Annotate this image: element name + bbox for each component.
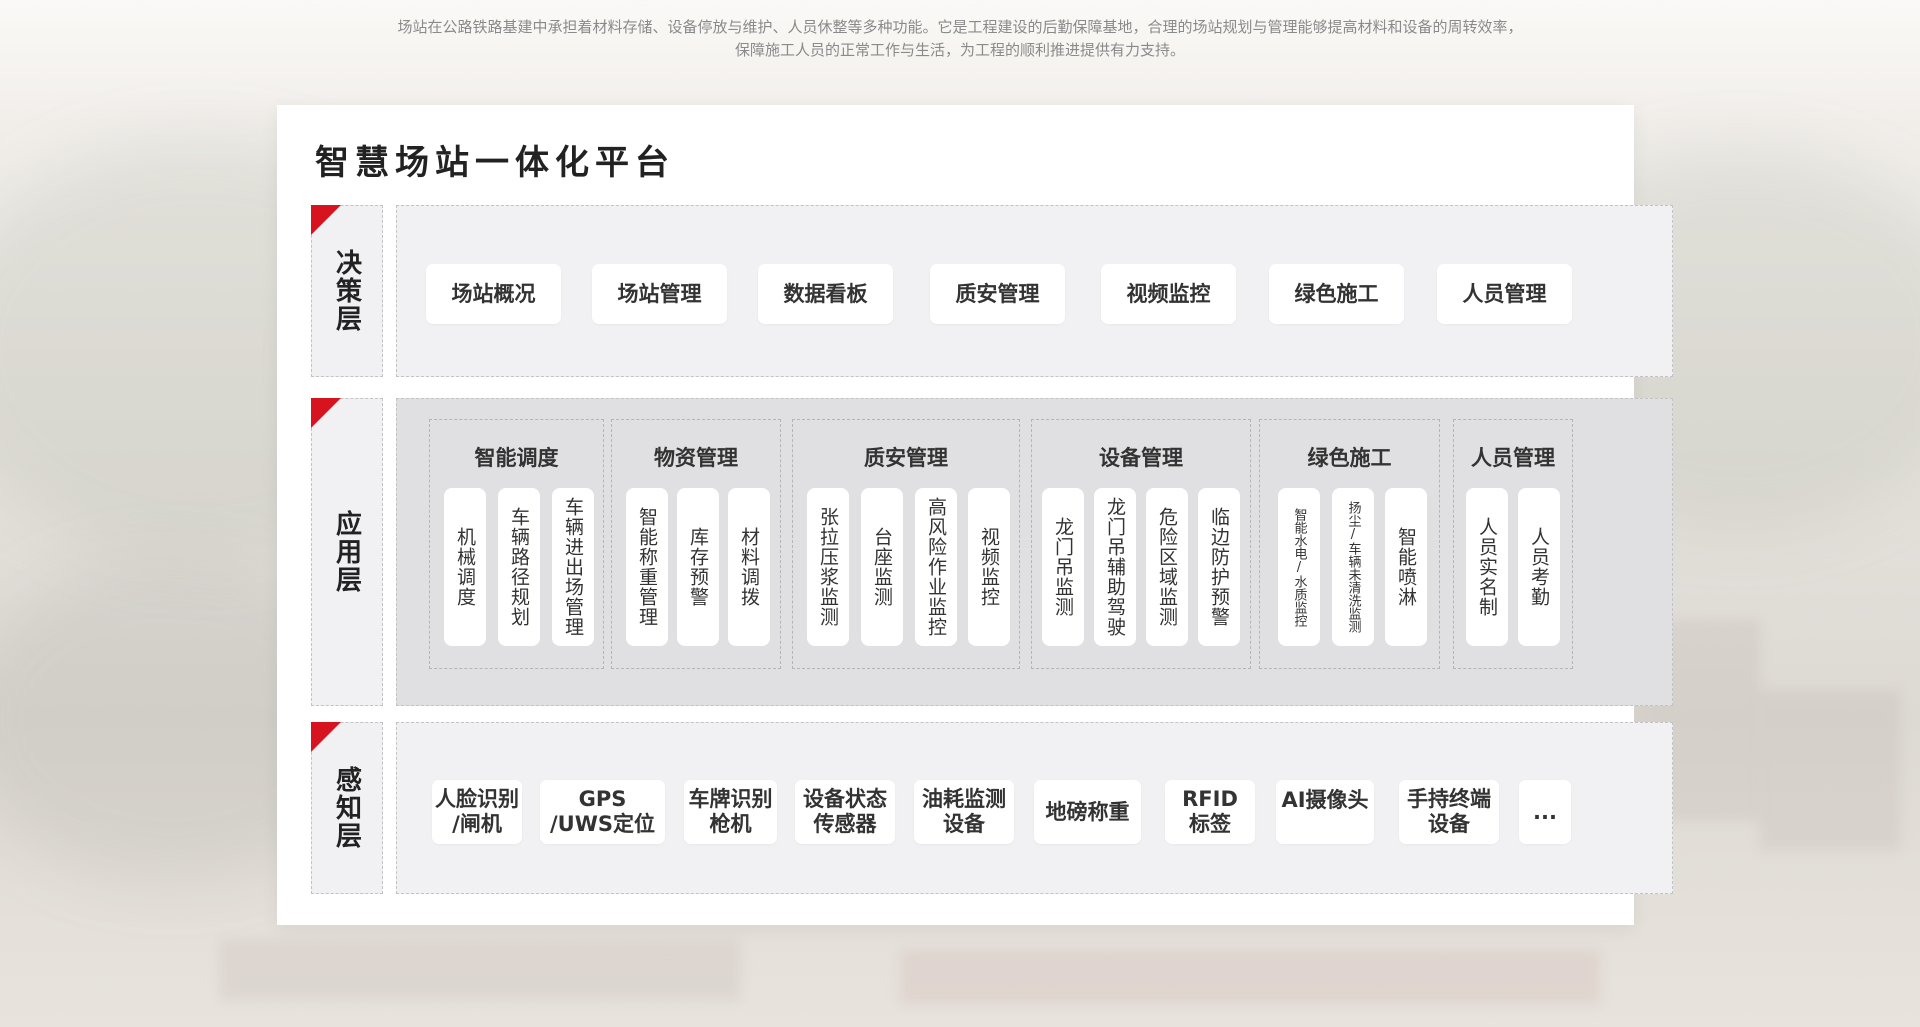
app-item[interactable]: 人员实名制 xyxy=(1466,488,1508,646)
app-item[interactable]: 张拉压浆监测 xyxy=(807,488,849,646)
corner-flag-icon xyxy=(311,205,341,235)
platform-panel: 智慧场站一体化平台 决策层 场站概况 场站管理 数据看板 质安管理 视频监控 绿… xyxy=(277,105,1673,925)
app-item[interactable]: 高风险作业监控 xyxy=(915,488,957,646)
corner-flag-icon xyxy=(311,722,341,752)
decision-item[interactable]: 绿色施工 xyxy=(1269,264,1404,324)
application-layer-label: 应用层 xyxy=(331,510,362,594)
application-layer: 智能调度 机械调度 车辆路径规划 车辆进出场管理 物资管理 智能称重管理 库存预… xyxy=(396,398,1673,706)
decision-layer: 场站概况 场站管理 数据看板 质安管理 视频监控 绿色施工 人员管理 xyxy=(396,205,1673,377)
intro-line-2: 保障施工人员的正常工作与生活，为工程的顺利推进提供有力支持。 xyxy=(734,41,1185,59)
app-item[interactable]: 龙门吊辅助驾驶 xyxy=(1094,488,1136,646)
intro-line-1: 场站在公路铁路基建中承担着材料存储、设备停放与维护、人员休整等多种功能。它是工程… xyxy=(397,18,1523,36)
sensor-item[interactable]: 手持终端设备 xyxy=(1399,780,1499,844)
app-item[interactable]: 人员考勤 xyxy=(1518,488,1560,646)
app-item[interactable]: 车辆路径规划 xyxy=(498,488,540,646)
app-item[interactable]: 库存预警 xyxy=(677,488,719,646)
sensor-item[interactable]: 车牌识别枪机 xyxy=(684,780,777,844)
app-item[interactable]: 智能称重管理 xyxy=(626,488,668,646)
app-item[interactable]: 智能水电/水质监控 xyxy=(1278,488,1320,646)
app-item[interactable]: 台座监测 xyxy=(861,488,903,646)
decision-item[interactable]: 人员管理 xyxy=(1437,264,1572,324)
app-item[interactable]: 危险区域监测 xyxy=(1146,488,1188,646)
app-item[interactable]: 视频监控 xyxy=(968,488,1010,646)
sensor-item[interactable]: 地磅称重 xyxy=(1034,780,1141,844)
decision-item[interactable]: 场站概况 xyxy=(426,264,561,324)
app-item[interactable]: 车辆进出场管理 xyxy=(552,488,594,646)
intro-text: 场站在公路铁路基建中承担着材料存储、设备停放与维护、人员休整等多种功能。它是工程… xyxy=(300,16,1620,62)
decision-layer-tag: 决策层 xyxy=(311,205,383,377)
decision-item[interactable]: 质安管理 xyxy=(930,264,1065,324)
app-group-green: 绿色施工 智能水电/水质监控 扬尘/车辆未清洗监测 智能喷淋 xyxy=(1259,419,1440,669)
perception-layer: 人脸识别/闸机 GPS/UWS定位 车牌识别枪机 设备状态传感器 油耗监测设备 … xyxy=(396,722,1673,894)
app-item[interactable]: 临边防护预警 xyxy=(1198,488,1240,646)
app-group-quality-safety: 质安管理 张拉压浆监测 台座监测 高风险作业监控 视频监控 xyxy=(792,419,1020,669)
group-title: 智能调度 xyxy=(474,446,559,470)
sensor-item-more[interactable]: ... xyxy=(1519,780,1571,844)
group-title: 人员管理 xyxy=(1471,446,1555,470)
perception-layer-label: 感知层 xyxy=(331,766,362,850)
sensor-item[interactable]: AI摄像头 xyxy=(1276,780,1374,844)
sensor-item[interactable]: 油耗监测设备 xyxy=(914,780,1014,844)
app-item[interactable]: 材料调拨 xyxy=(728,488,770,646)
sensor-item[interactable]: 设备状态传感器 xyxy=(795,780,895,844)
app-group-equipment: 设备管理 龙门吊监测 龙门吊辅助驾驶 危险区域监测 临边防护预警 xyxy=(1031,419,1251,669)
sensor-item[interactable]: GPS/UWS定位 xyxy=(540,780,665,844)
app-item[interactable]: 龙门吊监测 xyxy=(1042,488,1084,646)
corner-flag-icon xyxy=(311,398,341,428)
decision-item[interactable]: 数据看板 xyxy=(758,264,893,324)
app-item[interactable]: 机械调度 xyxy=(444,488,486,646)
sensor-item[interactable]: 人脸识别/闸机 xyxy=(432,780,522,844)
application-layer-tag: 应用层 xyxy=(311,398,383,706)
app-group-dispatch: 智能调度 机械调度 车辆路径规划 车辆进出场管理 xyxy=(429,419,604,669)
group-title: 绿色施工 xyxy=(1307,446,1392,470)
app-group-personnel: 人员管理 人员实名制 人员考勤 xyxy=(1453,419,1573,669)
group-title: 设备管理 xyxy=(1099,446,1183,470)
app-item[interactable]: 智能喷淋 xyxy=(1385,488,1427,646)
app-group-materials: 物资管理 智能称重管理 库存预警 材料调拨 xyxy=(611,419,781,669)
group-title: 物资管理 xyxy=(654,446,738,470)
perception-layer-tag: 感知层 xyxy=(311,722,383,894)
decision-item[interactable]: 视频监控 xyxy=(1101,264,1236,324)
decision-layer-label: 决策层 xyxy=(331,249,362,333)
panel-title: 智慧场站一体化平台 xyxy=(315,143,675,183)
group-title: 质安管理 xyxy=(864,446,948,470)
decision-item[interactable]: 场站管理 xyxy=(592,264,727,324)
app-item[interactable]: 扬尘/车辆未清洗监测 xyxy=(1332,488,1374,646)
